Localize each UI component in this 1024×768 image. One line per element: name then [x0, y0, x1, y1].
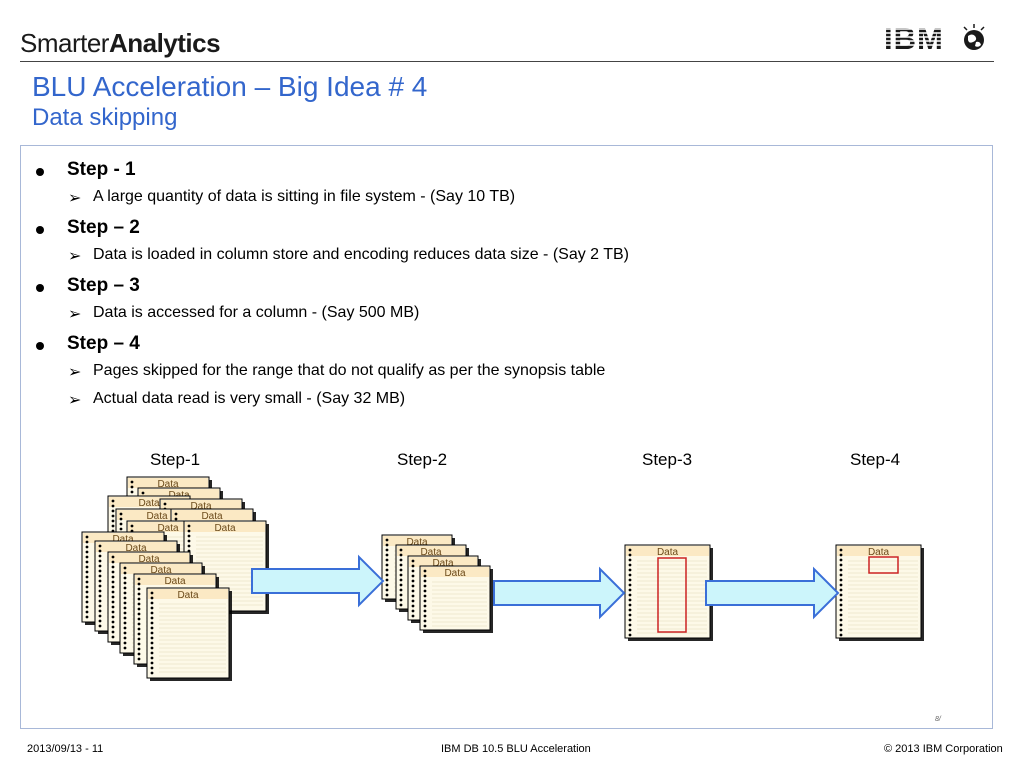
page-data-label: Data — [125, 543, 147, 554]
page-data-label: Data — [190, 501, 212, 512]
content-frame — [20, 145, 993, 729]
svg-text:IBM: IBM — [884, 22, 944, 54]
step-2-bullet: Step – 2 — [32, 213, 932, 243]
stage4-data-page: Data — [835, 544, 924, 641]
footer-title: IBM DB 10.5 BLU Acceleration — [441, 743, 591, 755]
page-data-label: Data — [164, 576, 186, 587]
page-data-label: Data — [112, 534, 134, 545]
ibm-logo: IBM — [884, 22, 985, 54]
page-data-label: Data — [138, 554, 160, 565]
stage-label-1: Step-1 — [150, 450, 201, 469]
page-data-label: Data — [214, 523, 236, 534]
page-data-label: Data — [146, 511, 168, 522]
step-2-detail: ➢ Data is loaded in column store and enc… — [68, 246, 629, 265]
step-1-label: Step - 1 — [67, 159, 136, 180]
page-data-label: Data — [420, 547, 442, 558]
step-4-detail-1: ➢ Pages skipped for the range that do no… — [68, 362, 606, 381]
page-data-label: Data — [406, 537, 428, 548]
stage-label-2: Step-2 — [397, 450, 448, 469]
arrow-bullet-icon: ➢ — [68, 306, 82, 323]
page-data-label: Data — [157, 479, 179, 490]
page-data-label: Data — [138, 498, 160, 509]
flow-arrow-2-to-3 — [493, 566, 626, 620]
slide-subtitle: Data skipping — [32, 104, 178, 131]
arrow-bullet-icon: ➢ — [68, 190, 82, 207]
step-4-detail-2: ➢ Actual data read is very small - (Say … — [68, 390, 406, 409]
arrow-bullet-icon: ➢ — [68, 364, 82, 381]
stage-label-4: Step-4 — [850, 450, 901, 469]
smarter-analytics-logo: SmarterAnalytics — [20, 28, 221, 58]
step-list: Step - 1 ➢ A large quantity of data is s… — [32, 155, 932, 415]
page-data-label: Data — [657, 547, 679, 558]
page-data-label: Data — [157, 523, 179, 534]
arrow-bullet-icon: ➢ — [68, 248, 82, 265]
accessed-column-highlight — [657, 557, 687, 633]
footer-date: 2013/09/13 - 11 — [27, 743, 104, 755]
bullet-dot — [36, 226, 44, 234]
bullet-dot — [36, 168, 44, 176]
corner-mark: 8/ — [935, 716, 941, 723]
stage1-data-page: Data — [146, 587, 232, 681]
step-2-label: Step – 2 — [67, 217, 140, 238]
step-3-bullet: Step – 3 — [32, 271, 932, 301]
qualified-range-highlight — [868, 556, 899, 574]
page-data-label: Data — [868, 547, 890, 558]
page-data-label: Data — [177, 590, 199, 601]
slide-title: BLU Acceleration – Big Idea # 4 — [32, 71, 428, 102]
stage3-data-page: Data — [624, 544, 713, 641]
step-1-bullet: Step - 1 — [32, 155, 932, 185]
flow-arrow-3-to-4 — [705, 566, 840, 620]
step-1-detail: ➢ A large quantity of data is sitting in… — [68, 188, 516, 207]
bullet-dot — [36, 284, 44, 292]
page-data-label: Data — [201, 511, 223, 522]
globe-icon — [963, 24, 985, 50]
step-4-label: Step – 4 — [67, 333, 140, 354]
step-4-bullet: Step – 4 — [32, 329, 932, 359]
arrow-bullet-icon: ➢ — [68, 392, 82, 409]
page-data-label: Data — [444, 568, 466, 579]
stage2-data-page: Data — [419, 565, 493, 633]
step-3-detail: ➢ Data is accessed for a column - (Say 5… — [68, 304, 420, 323]
footer-copyright: © 2013 IBM Corporation — [884, 743, 1003, 755]
step-3-label: Step – 3 — [67, 275, 140, 296]
stage-label-3: Step-3 — [642, 450, 693, 469]
bullet-dot — [36, 342, 44, 350]
page-data-label: Data — [150, 565, 172, 576]
flow-arrow-1-to-2 — [251, 554, 385, 608]
page-data-label: Data — [432, 558, 454, 569]
header-divider — [20, 61, 994, 62]
